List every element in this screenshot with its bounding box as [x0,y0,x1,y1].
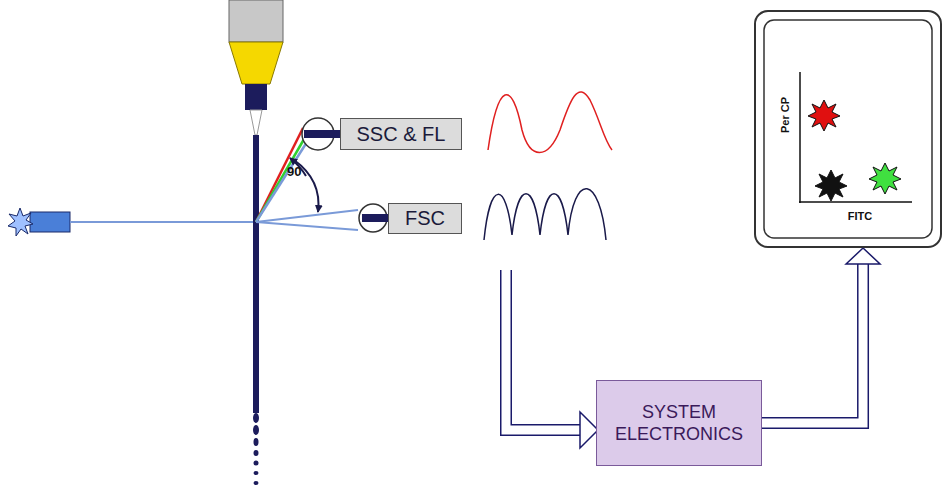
box-label: SSC & FL [357,123,446,146]
axis-label: FITC [848,210,872,222]
angle-label: 90 [287,164,301,179]
box-label: FSC [405,207,445,230]
axis-label: Per CP [779,97,791,133]
detector-box: FSC [388,203,462,234]
electronics-box: SYSTEM ELECTRONICS [596,380,762,466]
box-label: SYSTEM ELECTRONICS [597,401,761,446]
detector-box: SSC & FL [340,118,462,150]
hollow-arrow [762,248,880,423]
plot-panel: Per CP FITC [754,10,942,248]
